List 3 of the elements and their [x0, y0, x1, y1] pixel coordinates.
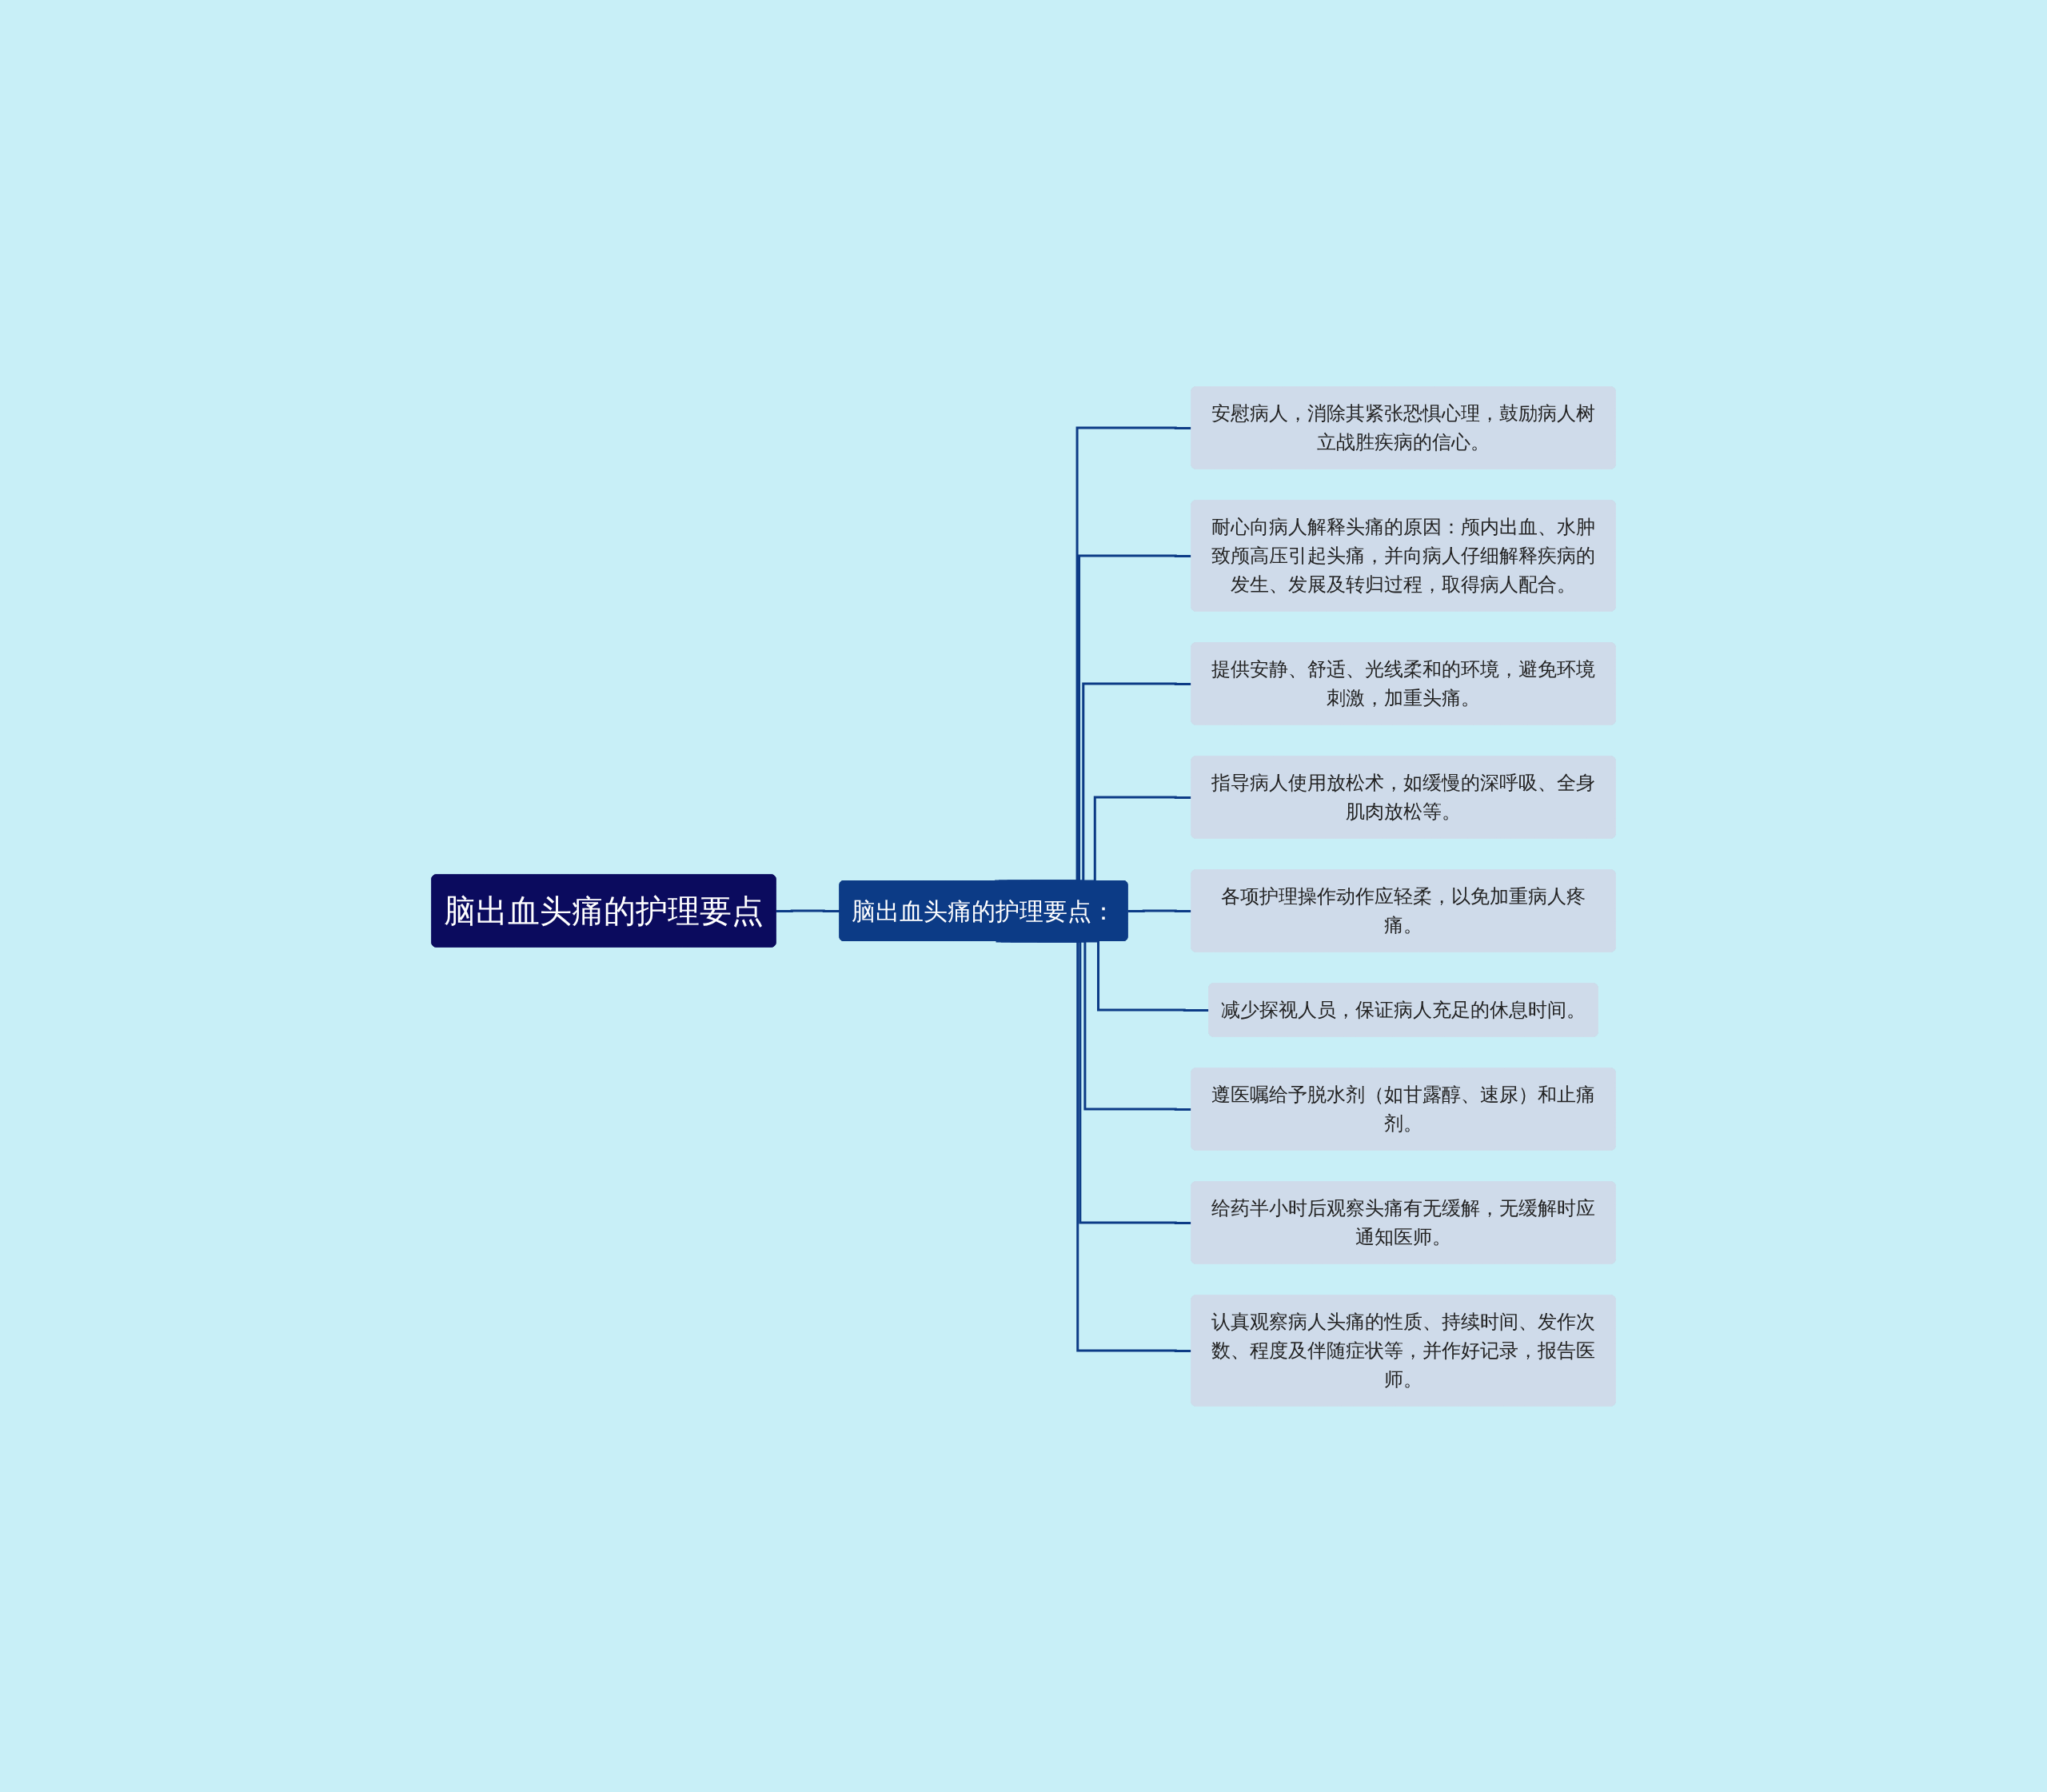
connector: [776, 909, 840, 912]
connector: [996, 940, 1192, 1352]
connector: [1127, 909, 1192, 912]
